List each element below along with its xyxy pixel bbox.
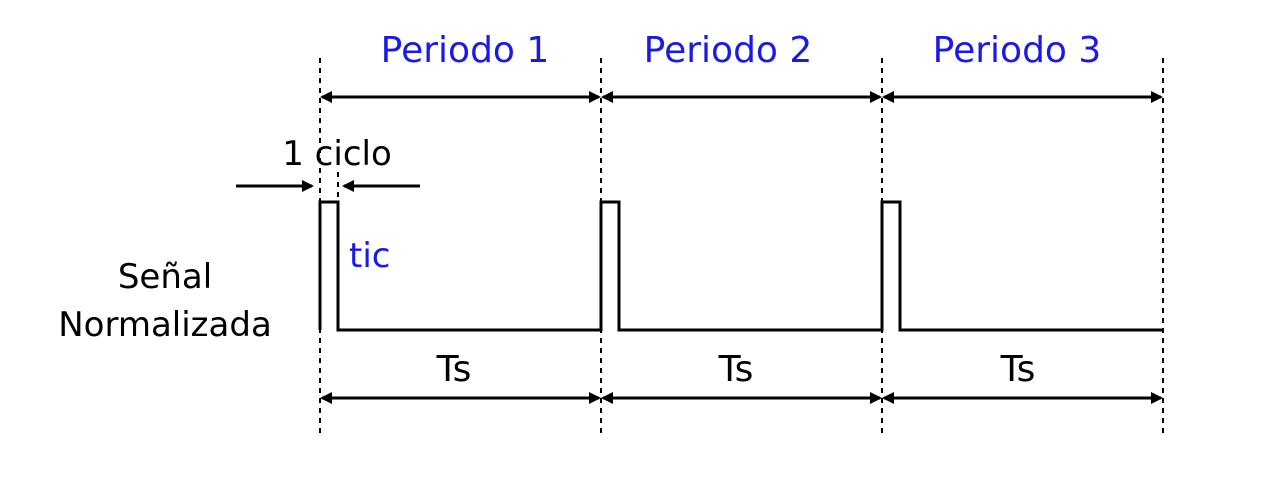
signal-label-line2: Normalizada (58, 305, 272, 345)
ts-label-1: Ts (436, 349, 472, 390)
period-labels: Periodo 1 Periodo 2 Periodo 3 (381, 30, 1102, 71)
ts-label-3: Ts (1000, 349, 1036, 390)
ts-labels: Ts Ts Ts (436, 349, 1036, 390)
ts-label-2: Ts (718, 349, 754, 390)
period-label-2: Periodo 2 (644, 30, 813, 71)
cycle-label: 1 ciclo (282, 134, 392, 174)
pulse-waveform (318, 200, 1163, 332)
period-label-3: Periodo 3 (933, 30, 1102, 71)
period-label-1: Periodo 1 (381, 30, 550, 71)
tic-label: tic (349, 236, 390, 276)
period-boundaries (319, 58, 1164, 436)
signal-label-line1: Señal (118, 257, 212, 297)
